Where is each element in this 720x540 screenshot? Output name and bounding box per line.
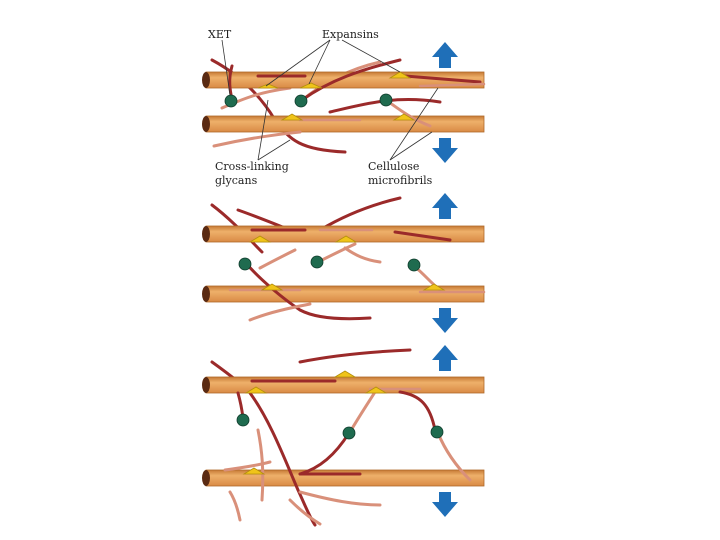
expansin [248, 235, 272, 243]
xet-enzyme [430, 425, 444, 439]
xet-label: XET [208, 28, 232, 41]
cross-linking-glycan [258, 248, 297, 270]
expansins-label: Expansins [322, 28, 379, 41]
xet-enzyme [238, 257, 252, 271]
cross-linking-glycans-label: Cross-linking [215, 160, 289, 173]
expansin [260, 283, 284, 291]
cross-linking-glycan [316, 242, 357, 264]
cross-linking-glycan [223, 460, 272, 472]
cellulose-microfibrils-label: Cellulose [368, 160, 419, 173]
cross-linking-glycan [393, 230, 452, 242]
cross-linking-glycan [348, 390, 377, 434]
panel-3 [202, 345, 485, 527]
expansion-arrow-down-icon [432, 492, 458, 517]
cross-linking-glycan [236, 208, 287, 230]
cross-linking-glycan [403, 74, 482, 84]
expansion-arrow-up-icon [432, 193, 458, 219]
cross-linking-glycan [298, 431, 351, 476]
microfibril-end [202, 72, 210, 88]
expansin [244, 386, 268, 394]
expansin [392, 113, 416, 121]
xet-enzyme [236, 413, 250, 427]
xet-enzyme [407, 258, 421, 272]
cross-linking-glycan [398, 390, 437, 432]
cross-linking-glycan [318, 196, 402, 232]
panel-2 [202, 193, 486, 333]
expansin [422, 283, 446, 291]
microfibril-end [202, 116, 210, 132]
cross-linking-glycan [212, 130, 302, 148]
expansin [257, 83, 279, 89]
xet-enzyme [379, 93, 393, 107]
expansin [388, 71, 412, 79]
panel-1: XET Expansins Cross-linking glycans Cell… [202, 28, 486, 187]
xet-enzyme [224, 94, 238, 108]
xet-enzyme [294, 94, 308, 108]
expansion-arrow-up-icon [432, 42, 458, 68]
microfibril-end [202, 286, 210, 302]
expansion-arrow-down-icon [432, 138, 458, 163]
xet-enzyme [342, 426, 356, 440]
expansin [280, 113, 304, 121]
cellulose-microfibril [205, 285, 485, 303]
cross-linking-glycan [248, 391, 317, 527]
cross-linking-glycan [298, 490, 382, 507]
expansion-arrow-up-icon [432, 345, 458, 371]
cross-linking-glycan [243, 260, 372, 321]
cross-linking-glycan [256, 428, 265, 502]
expansin [333, 370, 357, 378]
expansin [364, 386, 388, 394]
cross-linking-glycan [288, 498, 322, 526]
cellulose-microfibril [205, 115, 485, 133]
leader-lines [221, 39, 439, 161]
xet-enzyme [310, 255, 324, 269]
cross-linking-glycan [228, 490, 242, 522]
cross-linking-glycan [418, 82, 486, 88]
expansion-arrow-down-icon [432, 308, 458, 333]
expansin [242, 467, 266, 475]
microfibril-end [202, 470, 210, 486]
cross-linking-glycan [248, 302, 312, 322]
expansin [299, 82, 323, 89]
cross-linking-glycan [298, 348, 412, 364]
cross-linking-glycan [300, 58, 402, 102]
cross-linking-glycan [343, 246, 382, 264]
cellulose-microfibril [205, 376, 485, 394]
cellulose-microfibrils-label-2: microfibrils [368, 174, 433, 187]
microfibril-end [202, 377, 210, 393]
cross-linking-glycans-label-2: glycans [215, 174, 258, 187]
expansin [334, 235, 358, 243]
microfibril-end [202, 226, 210, 242]
